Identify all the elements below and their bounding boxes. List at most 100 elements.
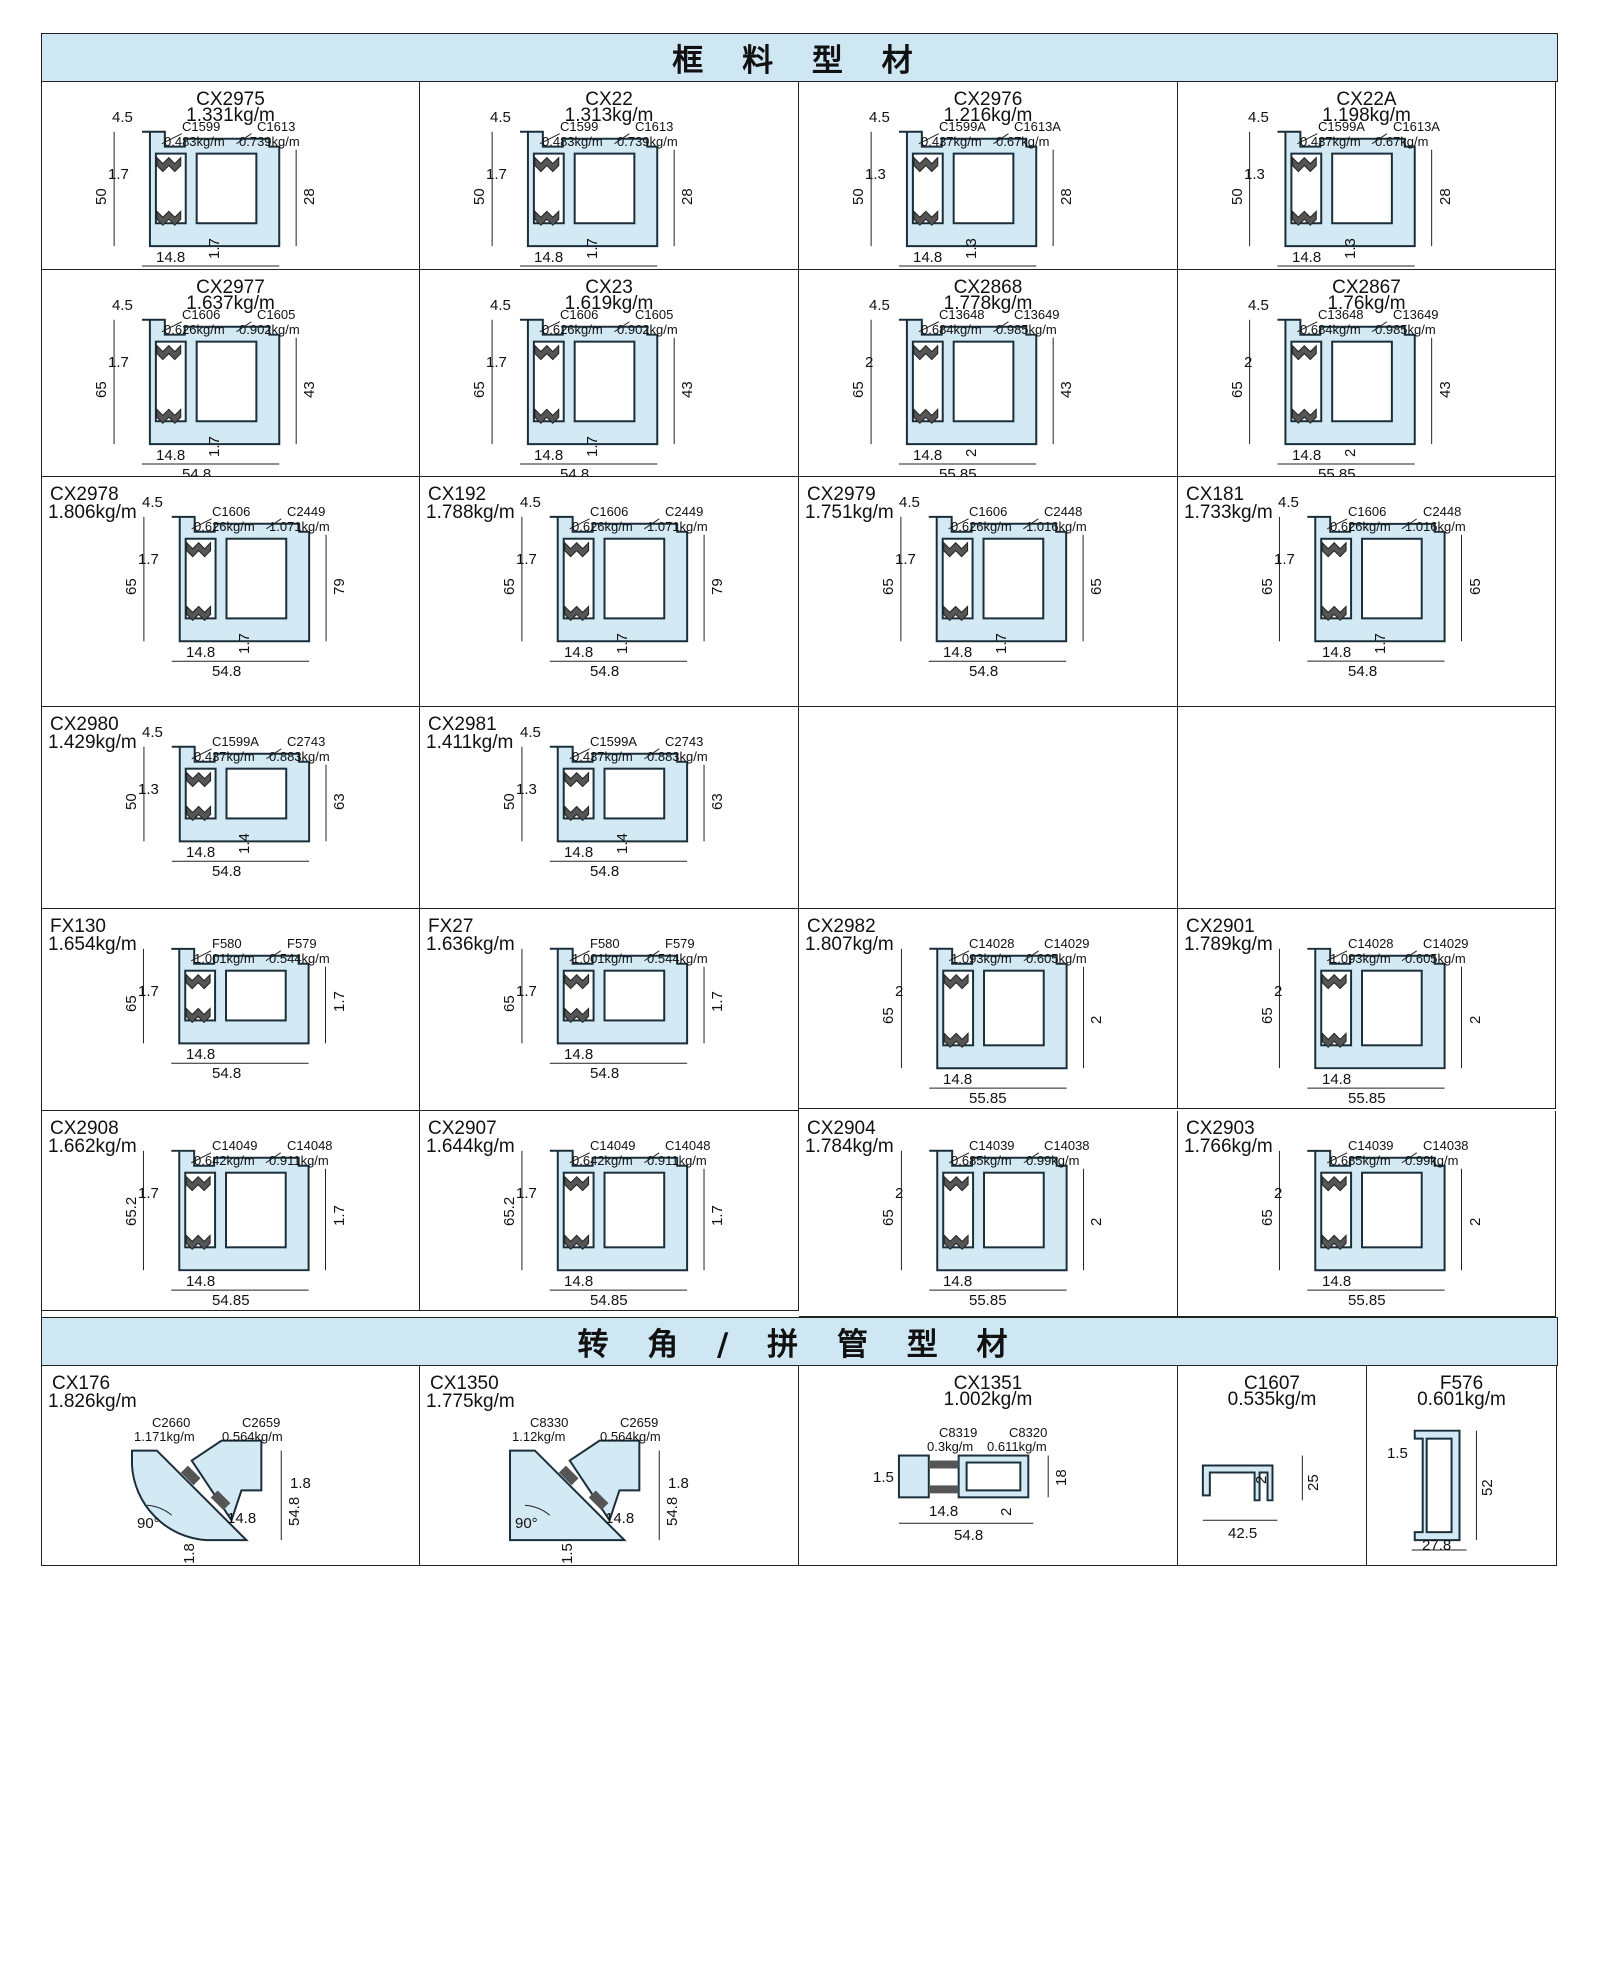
dim-wall: 2 <box>1253 1475 1270 1484</box>
dim-top: 4.5 <box>112 109 133 126</box>
frame-profile-shape <box>1307 947 1446 1070</box>
left-part-weight: 0.483kg/m <box>164 134 225 149</box>
right-part-weight: 0.985kg/m <box>996 322 1057 337</box>
dim-width: 54.8 <box>969 663 999 680</box>
profile-weight: 1.636kg/m <box>426 934 515 955</box>
dim-left-small: 2 <box>1244 354 1253 371</box>
dim-width: 55.85 <box>1348 1292 1386 1309</box>
dimension-lines <box>870 131 1054 267</box>
right-part-weight: 0.564kg/m <box>600 1429 661 1444</box>
dimension-lines <box>113 131 297 267</box>
dim-right-height: 1.7 <box>331 990 348 1012</box>
right-part-weight: 0.544kg/m <box>647 951 708 966</box>
right-part-code: C8320 <box>1009 1425 1048 1440</box>
left-part-weight: 0.437kg/m <box>1300 134 1361 149</box>
profile-code: CX2867 <box>1332 277 1401 298</box>
profile-drawing <box>113 318 297 465</box>
dim-height: 18 <box>1053 1469 1070 1486</box>
dim-left-small: 1.7 <box>138 1185 159 1202</box>
profile-drawing <box>1249 130 1433 267</box>
profile-drawing <box>491 130 675 267</box>
dim-strip: 14.8 <box>943 644 973 661</box>
thermal-break-strips <box>186 541 212 622</box>
right-part-code: C1605 <box>635 307 674 322</box>
profile-drawing <box>113 130 297 267</box>
dim-strip: 14.8 <box>913 447 943 464</box>
left-part-weight: 0.437kg/m <box>194 749 255 764</box>
dim-wall: 1.8 <box>181 1543 198 1564</box>
dim-width: 55.85 <box>1348 1090 1386 1107</box>
dim-width: 55.85 <box>1318 466 1356 477</box>
thermal-break-strips <box>534 156 560 226</box>
right-part-code: C2659 <box>242 1415 281 1430</box>
profile-code: CX2868 <box>953 277 1023 298</box>
dim-strip: 14.8 <box>564 1046 594 1063</box>
dim-lip: 1.5 <box>1387 1445 1408 1462</box>
thermal-break-strips <box>185 1175 211 1250</box>
profile-code: CX2901 <box>1186 916 1255 937</box>
thermal-break-strips <box>156 156 182 226</box>
dim-width: 27.8 <box>1422 1537 1452 1554</box>
profile-weight: 1.789kg/m <box>1184 934 1273 955</box>
right-part-code: C1613A <box>1014 119 1061 134</box>
dim-angle: 90° <box>137 1515 160 1532</box>
profile-weight: 1.644kg/m <box>426 1136 515 1157</box>
left-part-code: C14049 <box>590 1138 636 1153</box>
dim-strip: 14.8 <box>943 1273 973 1290</box>
dim-width: 54.8 <box>590 1065 620 1082</box>
section-title-corner: 转 角 / 拼 管 型 材 <box>41 1317 1558 1366</box>
dim-wall: 1.3 <box>1342 238 1359 259</box>
profile-code: CX2981 <box>428 714 497 735</box>
dim-width: 54.8 <box>590 863 620 880</box>
frame-profile-shape <box>1307 515 1446 643</box>
dimension-lines <box>142 1150 326 1291</box>
dim-top: 4.5 <box>1248 109 1269 126</box>
dim-wall: 1.7 <box>206 436 223 457</box>
dim-width: 54.8 <box>182 466 212 477</box>
thermal-break-strips <box>534 344 560 424</box>
right-part-code: C2448 <box>1044 504 1083 519</box>
profile-code: CX181 <box>1186 484 1245 505</box>
dim-strip: 14.8 <box>534 447 564 464</box>
dim-top: 4.5 <box>142 494 163 511</box>
dim-lip: 1.8 <box>290 1475 311 1492</box>
left-part-code: C1606 <box>560 307 599 322</box>
dim-wall: 2 <box>1342 448 1359 457</box>
profile-code: C1607 <box>1244 1373 1300 1394</box>
dim-height: 25 <box>1305 1474 1322 1491</box>
dim-right-height: 1.7 <box>709 990 726 1012</box>
right-part-code: C13649 <box>1393 307 1439 322</box>
dim-left-small: 1.3 <box>1244 166 1265 183</box>
thermal-break-strips <box>185 973 211 1024</box>
right-part-code: C14048 <box>287 1138 333 1153</box>
dim-wall: 1.7 <box>584 238 601 259</box>
left-part-weight: 1.001kg/m <box>572 951 633 966</box>
dimension-lines <box>1249 319 1433 465</box>
profile-weight: 0.535kg/m <box>1227 1389 1317 1410</box>
dim-right-height: 1.7 <box>709 1205 726 1226</box>
left-part-code: C1599A <box>939 119 986 134</box>
dimension-lines <box>113 319 297 465</box>
profile-code: CX176 <box>52 1373 111 1394</box>
left-part-weight: 0.684kg/m <box>1300 322 1361 337</box>
left-part-weight: 0.3kg/m <box>927 1439 974 1454</box>
dim-wall: 1.4 <box>236 833 253 854</box>
right-part-code: C1613 <box>257 119 296 134</box>
dimension-lines <box>521 948 705 1064</box>
thermal-break-strips <box>943 541 969 622</box>
right-part-weight: 0.544kg/m <box>269 951 330 966</box>
dim-angle: 90° <box>515 1515 538 1532</box>
dim-lip: 1.5 <box>873 1469 894 1486</box>
dim-wall: 1.5 <box>559 1543 576 1564</box>
dim-left-small: 1.7 <box>895 551 916 568</box>
left-part-weight: 0.626kg/m <box>951 519 1012 534</box>
right-part-code: C14029 <box>1423 936 1469 951</box>
